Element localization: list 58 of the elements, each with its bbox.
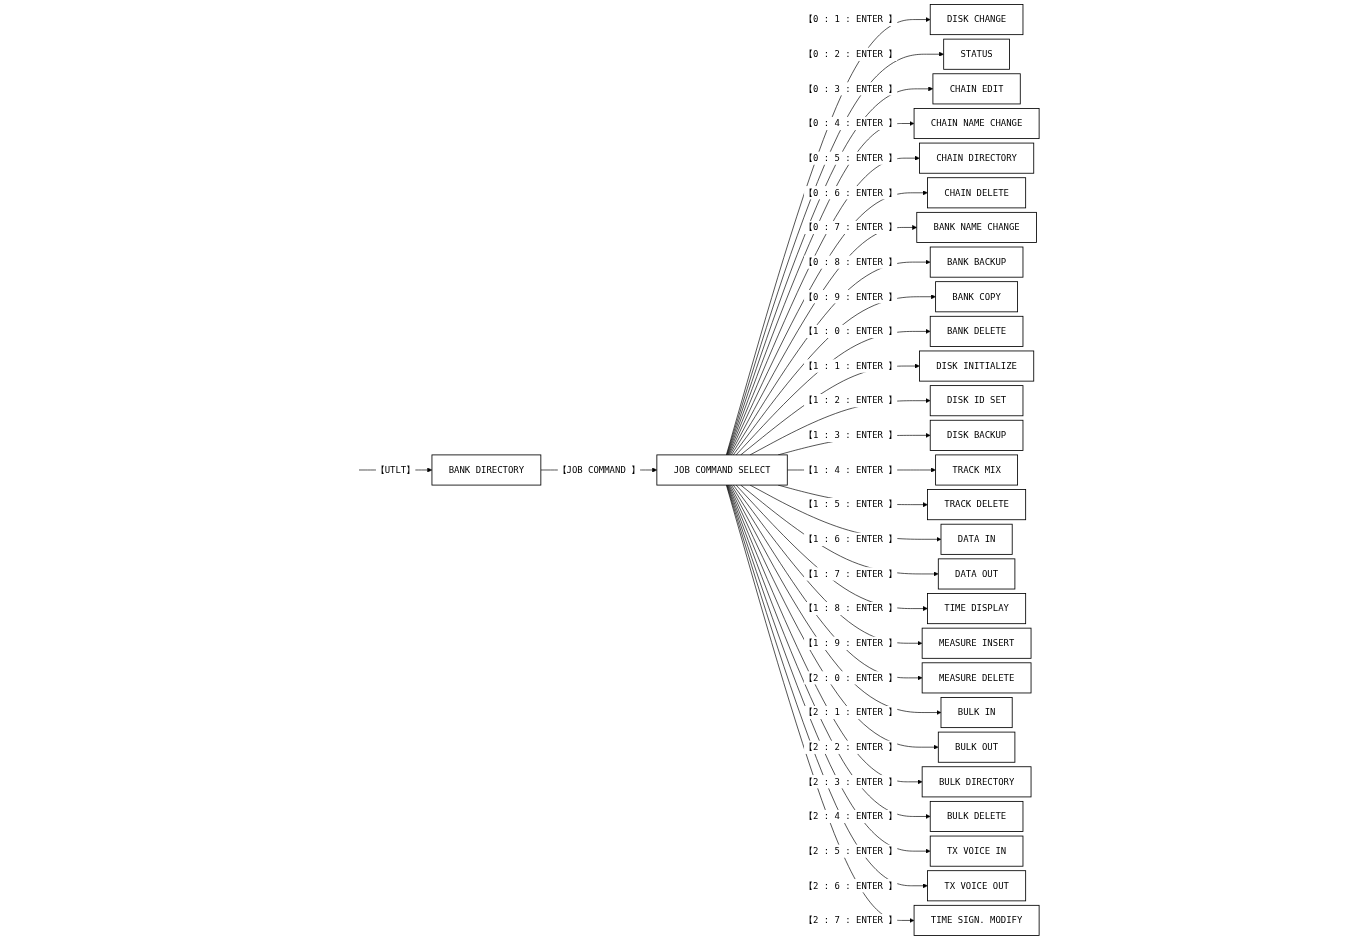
node-box: TRACK MIX: [934, 454, 1018, 486]
node-box: TIME DISPLAY: [926, 593, 1026, 625]
node-box: DISK CHANGE: [929, 4, 1024, 36]
node-box: BULK DELETE: [929, 800, 1024, 832]
edge-label: 【0 : 7 : ENTER 】: [803, 221, 898, 233]
edge-label: 【2 : 7 : ENTER 】: [803, 914, 898, 926]
edge-label: 【0 : 4 : ENTER 】: [803, 117, 898, 129]
edge-label: 【1 : 3 : ENTER 】: [803, 429, 898, 441]
edge-label: 【1 : 4 : ENTER 】: [803, 464, 898, 476]
node-box: BANK BACKUP: [929, 246, 1024, 278]
edge-label: 【2 : 4 : ENTER 】: [803, 810, 898, 822]
node-box: BULK IN: [940, 697, 1013, 729]
node-box: BULK OUT: [937, 731, 1015, 763]
node-box: BANK NAME CHANGE: [916, 211, 1037, 243]
edge-label: 【0 : 9 : ENTER 】: [803, 291, 898, 302]
edge-label: 【0 : 8 : ENTER 】: [803, 256, 898, 268]
edge-label: 【1 : 0 : ENTER 】: [803, 325, 898, 337]
edge-label: 【UTLT】: [375, 464, 415, 476]
node-box: DISK BACKUP: [929, 419, 1024, 451]
node-box: DISK INITIALIZE: [918, 350, 1034, 382]
edge-label: 【1 : 2 : ENTER 】: [803, 395, 898, 406]
edge-label: 【0 : 5 : ENTER 】: [803, 152, 898, 164]
edge-label: 【2 : 0 : ENTER 】: [803, 672, 898, 683]
edge-label: 【JOB COMMAND 】: [557, 464, 640, 476]
edge-label: 【0 : 2 : ENTER 】: [803, 48, 898, 60]
node-box: CHAIN DIRECTORY: [918, 142, 1034, 174]
node-box: TRACK DELETE: [926, 489, 1026, 521]
node-box: CHAIN DELETE: [926, 177, 1026, 209]
node-box: CHAIN EDIT: [932, 73, 1021, 105]
edge-label: 【1 : 1 : ENTER 】: [803, 360, 898, 372]
edge-label: 【0 : 3 : ENTER 】: [803, 83, 898, 94]
node-box: TIME SIGN. MODIFY: [913, 904, 1040, 936]
node-box: TX VOICE IN: [929, 835, 1024, 867]
edge-label: 【2 : 6 : ENTER 】: [803, 880, 898, 891]
node-box: MEASURE DELETE: [921, 662, 1032, 694]
node-box: BANK COPY: [934, 281, 1018, 313]
node-box: STATUS: [942, 38, 1010, 70]
edge-label: 【0 : 6 : ENTER 】: [803, 187, 898, 198]
node-box: BULK DIRECTORY: [921, 766, 1032, 798]
node-box: JOB COMMAND SELECT: [656, 454, 788, 486]
node-box: BANK DIRECTORY: [431, 454, 541, 486]
node-box: BANK DELETE: [929, 315, 1024, 347]
node-box: TX VOICE OUT: [926, 870, 1026, 902]
edge-label: 【1 : 8 : ENTER 】: [803, 603, 898, 614]
node-box: DISK ID SET: [929, 385, 1024, 417]
node-box: CHAIN NAME CHANGE: [913, 108, 1040, 139]
edge-label: 【0 : 1 : ENTER 】: [803, 13, 898, 25]
node-box: MEASURE INSERT: [921, 627, 1032, 659]
edge-label: 【2 : 1 : ENTER 】: [803, 706, 898, 718]
edge-label: 【2 : 5 : ENTER 】: [803, 845, 898, 857]
edge-label: 【1 : 5 : ENTER 】: [803, 499, 898, 510]
edge-label: 【2 : 2 : ENTER 】: [803, 741, 898, 753]
edge-label: 【1 : 6 : ENTER 】: [803, 533, 898, 545]
edge-label: 【1 : 9 : ENTER 】: [803, 637, 898, 649]
edge-label: 【1 : 7 : ENTER 】: [803, 568, 898, 579]
node-box: DATA OUT: [937, 558, 1015, 590]
edge-label: 【2 : 3 : ENTER 】: [803, 776, 898, 787]
node-box: DATA IN: [940, 523, 1013, 555]
